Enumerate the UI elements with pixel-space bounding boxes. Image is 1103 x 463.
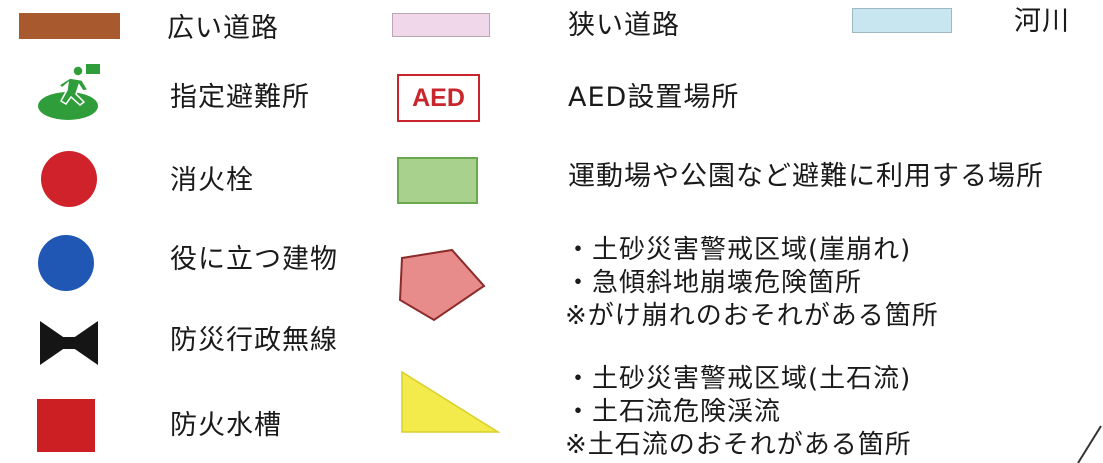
wide-road-label: 広い道路	[167, 13, 279, 44]
useful-building-label: 役に立つ建物	[170, 244, 338, 275]
pentagon-icon	[398, 248, 486, 322]
aed-badge: AED	[397, 74, 480, 122]
evacuation-site-icon	[38, 64, 100, 120]
bowtie-radio-icon	[40, 321, 98, 365]
landslide-line-1: ・土砂災害警戒区域(崖崩れ)	[565, 235, 912, 265]
disaster-radio-label: 防災行政無線	[170, 325, 338, 356]
evacuation-site-label: 指定避難所	[170, 82, 310, 113]
landslide-line-2: ・急傾斜地崩壊危険箇所	[565, 268, 863, 298]
hydrant-icon	[41, 151, 97, 207]
building-icon	[38, 235, 94, 291]
park-label: 運動場や公園など避難に利用する場所	[568, 161, 1044, 192]
landslide-description: ・土砂災害警戒区域(崖崩れ) ・急傾斜地崩壊危険箇所 ※がけ崩れのおそれがある箇…	[565, 234, 939, 333]
debris-flow-description: ・土砂災害警戒区域(土石流) ・土石流危険渓流 ※土石流のおそれがある箇所	[565, 363, 912, 462]
triangle-icon	[401, 370, 500, 433]
narrow-road-swatch	[392, 13, 490, 37]
debris-line-3: ※土石流のおそれがある箇所	[565, 430, 912, 460]
park-swatch	[397, 157, 478, 204]
fire-tank-label: 防火水槽	[170, 410, 282, 441]
narrow-road-label: 狭い道路	[568, 10, 680, 41]
debris-line-1: ・土砂災害警戒区域(土石流)	[565, 364, 912, 394]
debris-line-2: ・土石流危険渓流	[565, 397, 782, 427]
hydrant-label: 消火栓	[170, 165, 254, 196]
corner-fragment	[1077, 425, 1102, 463]
river-swatch	[852, 8, 952, 33]
aed-place-label: AED設置場所	[568, 82, 740, 113]
square-tank-icon	[37, 399, 95, 452]
landslide-line-3: ※がけ崩れのおそれがある箇所	[565, 301, 939, 331]
river-label: 河川	[1014, 6, 1070, 37]
wide-road-swatch	[19, 13, 120, 39]
